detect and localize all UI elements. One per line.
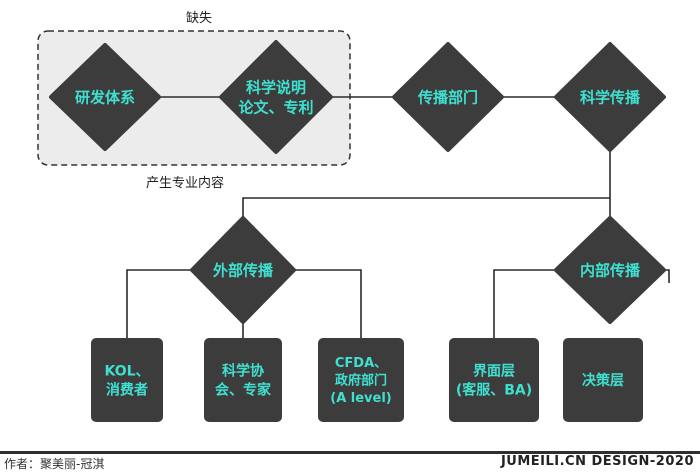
connectors — [126, 96, 670, 338]
label-line: 科学协 — [222, 363, 264, 380]
leaf-kol-box — [91, 338, 163, 422]
node-comm-dept: 传播部门 — [392, 42, 504, 152]
leaf-interface: 界面层(客服、BA) — [449, 338, 539, 422]
label-line: (A level) — [330, 391, 392, 406]
label-line: 论文、专利 — [238, 99, 313, 117]
label-line: (客服、BA) — [456, 381, 532, 398]
flow-diagram: 缺失 产生专业内容 研发体系 科学说明论文、专利 传播部门 科学传播 外部传播 — [37, 11, 670, 422]
leaf-kol: KOL、消费者 — [91, 338, 163, 422]
edge-scicomm-branch — [242, 150, 611, 218]
node-sci-comm-shape — [554, 42, 666, 152]
leaf-interface-label: 界面层(客服、BA) — [456, 364, 532, 399]
node-ext-comm-shape — [190, 216, 296, 324]
leaf-assoc: 科学协会、专家 — [204, 338, 282, 422]
leaf-kol-label: KOL、消费者 — [104, 364, 149, 399]
footer-divider — [0, 451, 700, 454]
node-int-comm: 内部传播 — [554, 216, 666, 324]
leaf-interface-box — [449, 338, 539, 422]
leaf-decision-box — [563, 338, 643, 422]
edge-ext-cfda — [294, 269, 362, 338]
leaf-decision: 决策层 — [563, 338, 643, 422]
node-comm-dept-shape — [392, 42, 504, 152]
node-sci-comm: 科学传播 — [554, 42, 666, 152]
label-line: 决策层 — [582, 372, 624, 389]
leaf-cfda-label: CFDA、政府部门 (A level) — [330, 356, 392, 406]
brand-watermark: JUMEILI.CN DESIGN-2020 — [500, 454, 694, 469]
label-line: 内部传播 — [580, 261, 641, 279]
label-line: 政府部门 — [335, 373, 387, 389]
author-credit: 作者：聚美丽-冠淇 — [4, 457, 105, 471]
node-papers-shape — [219, 40, 333, 154]
node-papers: 科学说明论文、专利 — [219, 40, 333, 154]
label-line: 传播部门 — [417, 88, 478, 106]
edge-ext-kol — [126, 269, 192, 338]
edge-int-interface — [493, 269, 556, 338]
label-line: 科学说明 — [246, 78, 306, 96]
leaf-cfda: CFDA、政府部门 (A level) — [318, 338, 404, 422]
node-rnd-label: 研发体系 — [75, 88, 135, 106]
label-line: KOL、 — [104, 364, 149, 380]
leaf-assoc-box — [204, 338, 282, 422]
node-ext-comm-label: 外部传播 — [212, 261, 274, 279]
produce-content-label: 产生专业内容 — [146, 175, 224, 191]
leaf-assoc-label: 科学协会、专家 — [215, 363, 272, 399]
label-line: 界面层 — [473, 364, 515, 380]
node-sci-comm-label: 科学传播 — [580, 88, 641, 106]
label-line: CFDA、 — [335, 356, 387, 371]
node-papers-label: 科学说明论文、专利 — [238, 78, 313, 116]
node-int-comm-label: 内部传播 — [580, 261, 641, 279]
leaf-decision-label: 决策层 — [582, 372, 624, 389]
label-line: 科学传播 — [580, 88, 641, 106]
node-rnd: 研发体系 — [49, 43, 161, 151]
node-rnd-shape — [49, 43, 161, 151]
label-line: 会、专家 — [215, 381, 272, 398]
node-ext-comm: 外部传播 — [190, 216, 296, 324]
leaf-cfda-box — [318, 338, 404, 422]
label-line: 消费者 — [106, 381, 148, 398]
node-int-comm-shape — [554, 216, 666, 324]
label-line: 研发体系 — [75, 88, 135, 106]
node-comm-dept-label: 传播部门 — [417, 88, 478, 106]
label-line: 外部传播 — [212, 261, 274, 279]
missing-label: 缺失 — [186, 11, 212, 26]
